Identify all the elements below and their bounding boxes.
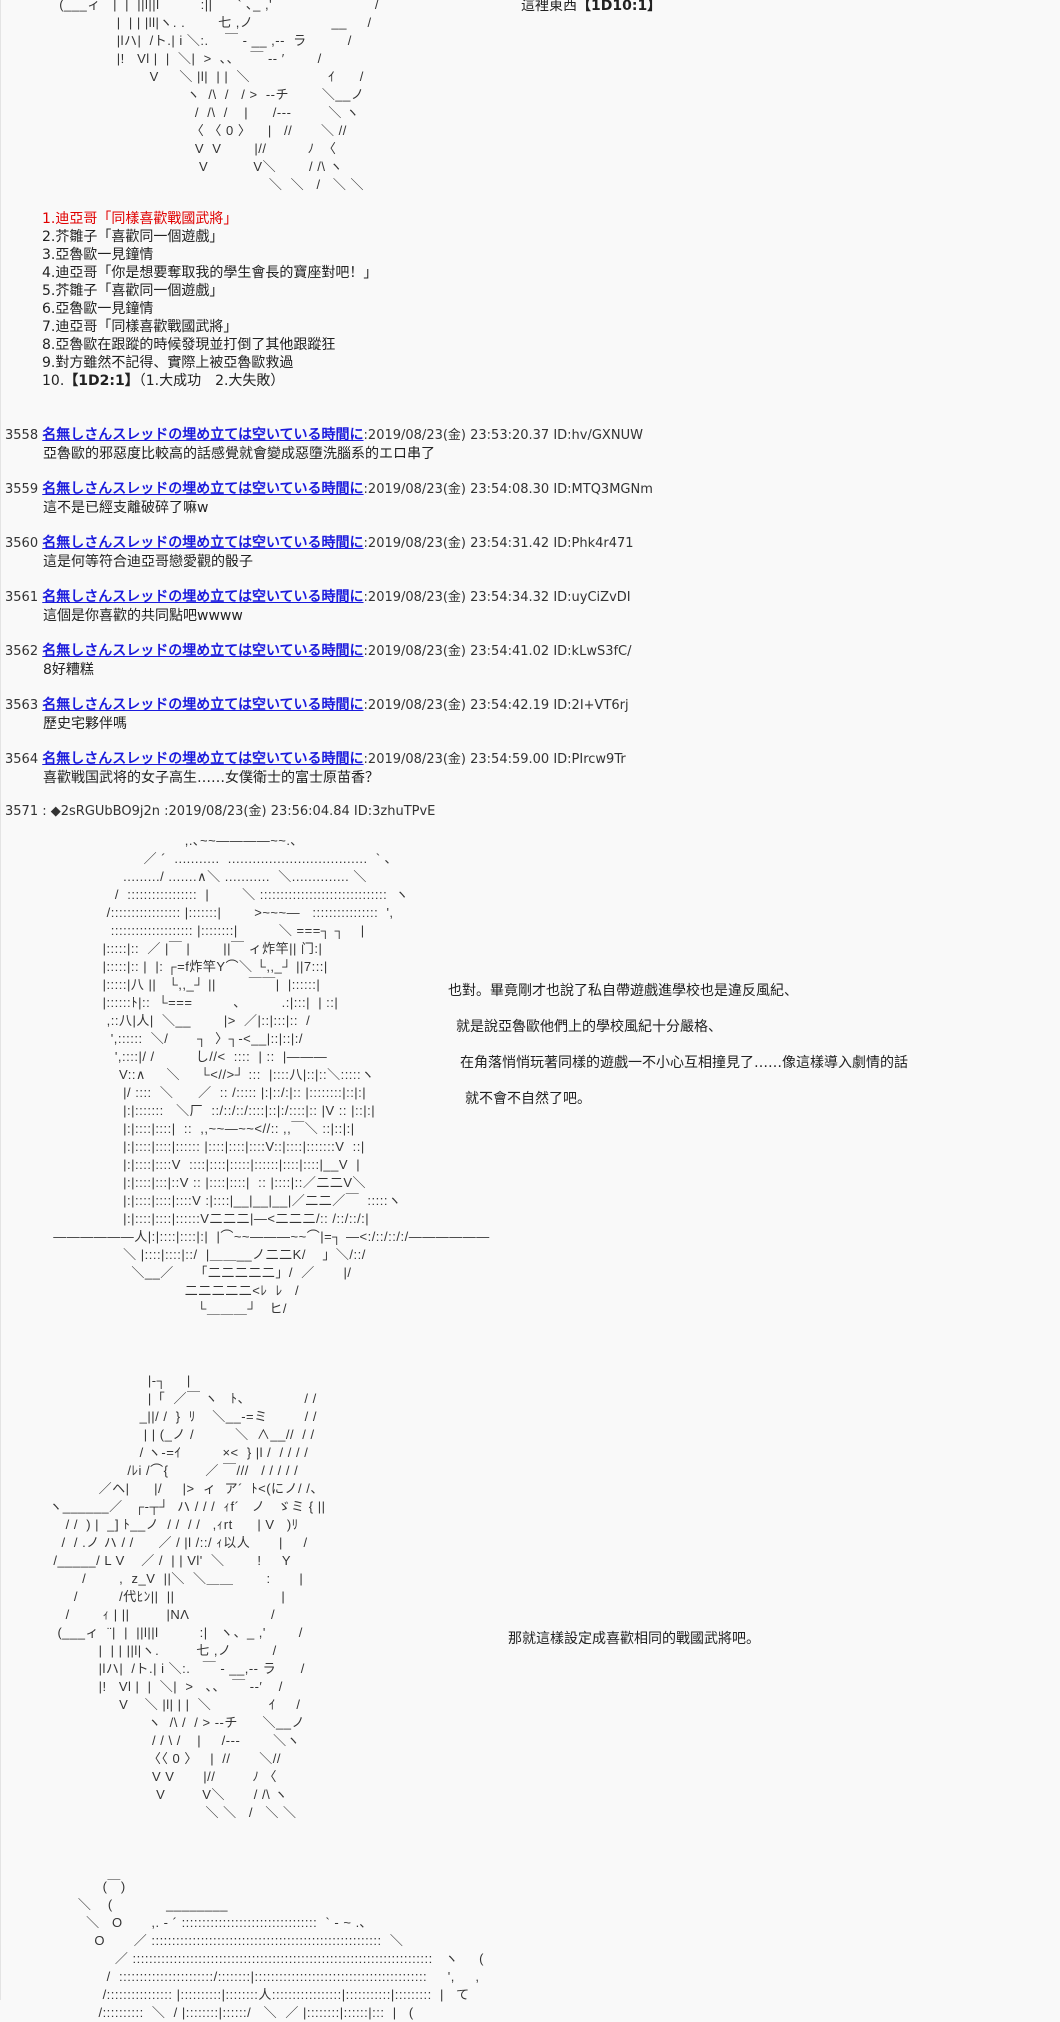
poster-name-link[interactable]: 名無しさんスレッドの埋め立ては空いている時間に <box>42 427 364 443</box>
choice-item: 9.對方雖然不記得、實際上被亞魯歐救過 <box>42 355 294 371</box>
ascii-art-top: (___ィ | | ||l||l :|| ` ､_ ,' / | | | |ll… <box>59 0 380 192</box>
post-number: 3561 <box>5 590 39 605</box>
post-header: 3563 名無しさんスレッドの埋め立ては空いている時間に:2019/08/23(… <box>5 696 653 715</box>
post: 3558 名無しさんスレッドの埋め立ては空いている時間に:2019/08/23(… <box>5 426 653 464</box>
choice-item: 3.亞魯歐一見鐘情 <box>42 247 154 263</box>
tripcode: ◆2sRGUbBO9j2n <box>50 804 160 819</box>
post-number: 3560 <box>5 536 39 551</box>
post-date-id: :2019/08/23(金) 23:54:59.00 ID:PIrcw9Tr <box>363 752 626 767</box>
post-number: 3562 <box>5 644 39 659</box>
choice-list: 1.迪亞哥「同樣喜歡戰國武將」 2.芥雛子「喜歡同一個遊戲」 3.亞魯歐一見鐘情… <box>42 210 377 390</box>
post-body: 喜歡戦国武将的女子高生……女僕衛士的富士原苗香？ <box>43 770 379 786</box>
dice-note-prefix: 這裡東西 <box>521 0 577 14</box>
post-body: 這不是已經支離破碎了嘛w <box>43 500 209 516</box>
poster-name-link[interactable]: 名無しさんスレッドの埋め立ては空いている時間に <box>42 535 364 551</box>
post: 3560 名無しさんスレッドの埋め立ては空いている時間に:2019/08/23(… <box>5 534 653 572</box>
post-header: 3561 名無しさんスレッドの埋め立ては空いている時間に:2019/08/23(… <box>5 588 653 607</box>
dice-roll: 【1D10:1】 <box>577 0 662 14</box>
choice-suffix: （1.大成功 2.大失敗） <box>138 373 285 389</box>
post: 3563 名無しさんスレッドの埋め立ては空いている時間に:2019/08/23(… <box>5 696 653 734</box>
narration-line: 在角落悄悄玩著同樣的遊戲一不小心互相撞見了……像這樣導入劇情的話 <box>460 1055 908 1071</box>
choice-item: 5.芥雛子「喜歡同一個遊戲」 <box>42 283 224 299</box>
narration-line: 那就這樣設定成喜歡相同的戰國武將吧。 <box>508 1631 760 1647</box>
post-body: 這是何等符合迪亞哥戀愛觀的骰子 <box>43 554 253 570</box>
post-number: 3559 <box>5 482 39 497</box>
post-date-id: :2019/08/23(金) 23:54:34.32 ID:uyCiZvDI <box>363 590 631 605</box>
narration-line: 就不會不自然了吧。 <box>465 1091 591 1107</box>
choice-item: 7.迪亞哥「同樣喜歡戰國武將」 <box>42 319 238 335</box>
dice-note-top: 這裡東西【1D10:1】 <box>521 0 661 15</box>
post-number: 3558 <box>5 428 39 443</box>
narration-line: 也對。畢竟剛才也說了私自帶遊戲進學校也是違反風紀、 <box>448 983 798 999</box>
post-number: 3571 <box>5 804 39 819</box>
poster-name-link[interactable]: 名無しさんスレッドの埋め立ては空いている時間に <box>42 697 364 713</box>
post-header: 3558 名無しさんスレッドの埋め立ては空いている時間に:2019/08/23(… <box>5 426 653 445</box>
post-date-id: :2019/08/23(金) 23:54:42.19 ID:2I+VT6rj <box>363 698 629 713</box>
choice-item: 10.【1D2:1】（1.大成功 2.大失敗） <box>42 372 377 390</box>
separator: : <box>38 804 51 819</box>
post-list: 3558 名無しさんスレッドの埋め立ては空いている時間に:2019/08/23(… <box>5 426 653 804</box>
post-body: 這個是你喜歡的共同點吧wwww <box>43 608 243 624</box>
post-header: 3559 名無しさんスレッドの埋め立ては空いている時間に:2019/08/23(… <box>5 480 653 499</box>
choice-item-selected: 1.迪亞哥「同樣喜歡戰國武將」 <box>42 211 238 227</box>
poster-name-link[interactable]: 名無しさんスレッドの埋め立ては空いている時間に <box>42 751 364 767</box>
ascii-art-character-3: (￣) ＼ ( ________ ＼ O ,. ‐ ´ ::::::::::::… <box>77 1879 484 2020</box>
post-header: 3560 名無しさんスレッドの埋め立ては空いている時間に:2019/08/23(… <box>5 534 653 553</box>
post-header: 3562 名無しさんスレッドの埋め立ては空いている時間に:2019/08/23(… <box>5 642 653 661</box>
post-body: 亞魯歐的邪惡度比較高的話感覺就會變成惡墮洗腦系的エロ串了 <box>43 446 435 462</box>
poster-name-link[interactable]: 名無しさんスレッドの埋め立ては空いている時間に <box>42 589 364 605</box>
narration-line: 就是說亞魯歐他們上的學校風紀十分嚴格、 <box>456 1019 722 1035</box>
post-body: 8好糟糕 <box>43 662 94 678</box>
post-date-id: :2019/08/23(金) 23:54:31.42 ID:Phk4r471 <box>363 536 634 551</box>
post-number: 3564 <box>5 752 39 767</box>
post-date-id: :2019/08/23(金) 23:53:20.37 ID:hv/GXNUW <box>363 428 643 443</box>
post-number: 3563 <box>5 698 39 713</box>
trip-post-header: 3571 : ◆2sRGUbBO9j2n :2019/08/23(金) 23:5… <box>5 800 435 819</box>
choice-prefix: 10. <box>42 373 65 389</box>
poster-name-link[interactable]: 名無しさんスレッドの埋め立ては空いている時間に <box>42 481 364 497</box>
choice-item: 8.亞魯歐在跟蹤的時候發現並打倒了其他跟蹤狂 <box>42 337 336 353</box>
post: 3561 名無しさんスレッドの埋め立ては空いている時間に:2019/08/23(… <box>5 588 653 626</box>
ascii-art-character-1: ,.､~~――――~~.､ ／ ´ ........... ..........… <box>53 833 490 1316</box>
post: 3559 名無しさんスレッドの埋め立ては空いている時間に:2019/08/23(… <box>5 480 653 518</box>
dice-roll: 【1D2:1】 <box>64 373 139 389</box>
choice-item: 4.迪亞哥「你是想要奪取我的學生會長的寶座對吧！」 <box>42 265 378 281</box>
post: 3562 名無しさんスレッドの埋め立ては空いている時間に:2019/08/23(… <box>5 642 653 680</box>
poster-name-link[interactable]: 名無しさんスレッドの埋め立ては空いている時間に <box>42 643 364 659</box>
ascii-art-character-2: |‐┐ | |「 ／￣ ヽ ﾄ、 / / _||/ / } ﾘ ＼__‐=ミ /… <box>49 1373 326 1820</box>
post-date-id: :2019/08/23(金) 23:54:08.30 ID:MTQ3MGNm <box>363 482 653 497</box>
post-date-id: :2019/08/23(金) 23:54:41.02 ID:kLwS3fC/ <box>363 644 632 659</box>
post-header: 3564 名無しさんスレッドの埋め立ては空いている時間に:2019/08/23(… <box>5 750 653 769</box>
choice-item: 2.芥雛子「喜歡同一個遊戲」 <box>42 229 224 245</box>
post-date-id: :2019/08/23(金) 23:56:04.84 ID:3zhuTPvE <box>159 804 436 819</box>
post-body: 歷史宅夥伴嗎 <box>43 716 127 732</box>
choice-item: 6.亞魯歐一見鐘情 <box>42 301 154 317</box>
post: 3564 名無しさんスレッドの埋め立ては空いている時間に:2019/08/23(… <box>5 750 653 788</box>
